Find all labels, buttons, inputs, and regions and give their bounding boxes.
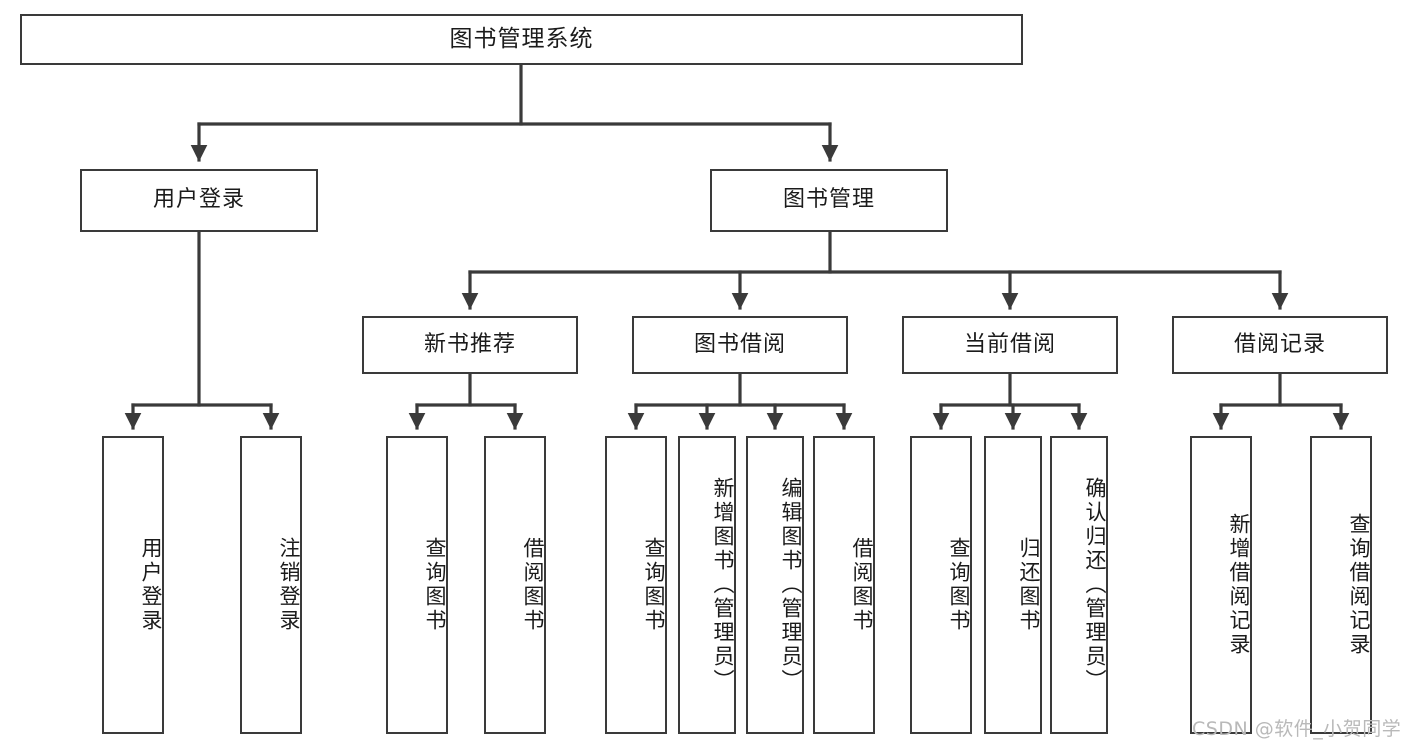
node-label: 新书推荐 bbox=[423, 331, 516, 357]
node-book-borrow[interactable]: 图书借阅 bbox=[632, 316, 848, 374]
node-label: 查询图书 bbox=[642, 537, 666, 633]
node-user-login[interactable]: 用户登录 bbox=[80, 169, 318, 232]
node-label: 注销登录 bbox=[277, 537, 301, 633]
leaf-borrow-book-recommend[interactable]: 借阅图书 bbox=[484, 436, 546, 734]
leaf-logout[interactable]: 注销登录 bbox=[240, 436, 302, 734]
node-label: 查询图书 bbox=[423, 537, 447, 633]
node-label: 图书管理 bbox=[782, 187, 875, 213]
node-label: 新增图书（管理员） bbox=[711, 477, 735, 693]
node-label: 当前借阅 bbox=[963, 331, 1056, 357]
node-book-management[interactable]: 图书管理 bbox=[710, 169, 948, 232]
node-label: 借阅图书 bbox=[521, 537, 545, 633]
node-label: 借阅图书 bbox=[850, 537, 874, 633]
node-label: 确认归还（管理员） bbox=[1083, 477, 1107, 693]
node-label: 用户登录 bbox=[139, 537, 163, 633]
leaf-user-login[interactable]: 用户登录 bbox=[102, 436, 164, 734]
node-label: 编辑图书（管理员） bbox=[779, 477, 803, 693]
node-root-system[interactable]: 图书管理系统 bbox=[20, 14, 1023, 65]
node-label: 用户登录 bbox=[152, 187, 245, 213]
node-borrow-record[interactable]: 借阅记录 bbox=[1172, 316, 1388, 374]
node-label: 图书借阅 bbox=[693, 331, 786, 357]
leaf-query-book-recommend[interactable]: 查询图书 bbox=[386, 436, 448, 734]
leaf-confirm-return-admin[interactable]: 确认归还（管理员） bbox=[1050, 436, 1108, 734]
node-new-book-recommend[interactable]: 新书推荐 bbox=[362, 316, 578, 374]
leaf-query-borrow-record[interactable]: 查询借阅记录 bbox=[1310, 436, 1372, 734]
leaf-return-book[interactable]: 归还图书 bbox=[984, 436, 1042, 734]
csdn-watermark: CSDN @软件_小贺同学 bbox=[1192, 718, 1402, 740]
leaf-edit-book-admin[interactable]: 编辑图书（管理员） bbox=[746, 436, 804, 734]
node-label: 新增借阅记录 bbox=[1227, 513, 1251, 657]
node-label: 借阅记录 bbox=[1233, 331, 1326, 357]
leaf-borrow-book[interactable]: 借阅图书 bbox=[813, 436, 875, 734]
node-label: 查询借阅记录 bbox=[1347, 513, 1371, 657]
leaf-add-book-admin[interactable]: 新增图书（管理员） bbox=[678, 436, 736, 734]
node-label: 归还图书 bbox=[1017, 537, 1041, 633]
leaf-query-book-borrow[interactable]: 查询图书 bbox=[605, 436, 667, 734]
node-label: 图书管理系统 bbox=[449, 25, 594, 52]
leaf-add-borrow-record[interactable]: 新增借阅记录 bbox=[1190, 436, 1252, 734]
leaf-query-book-current[interactable]: 查询图书 bbox=[910, 436, 972, 734]
node-label: 查询图书 bbox=[947, 537, 971, 633]
node-current-borrow[interactable]: 当前借阅 bbox=[902, 316, 1118, 374]
